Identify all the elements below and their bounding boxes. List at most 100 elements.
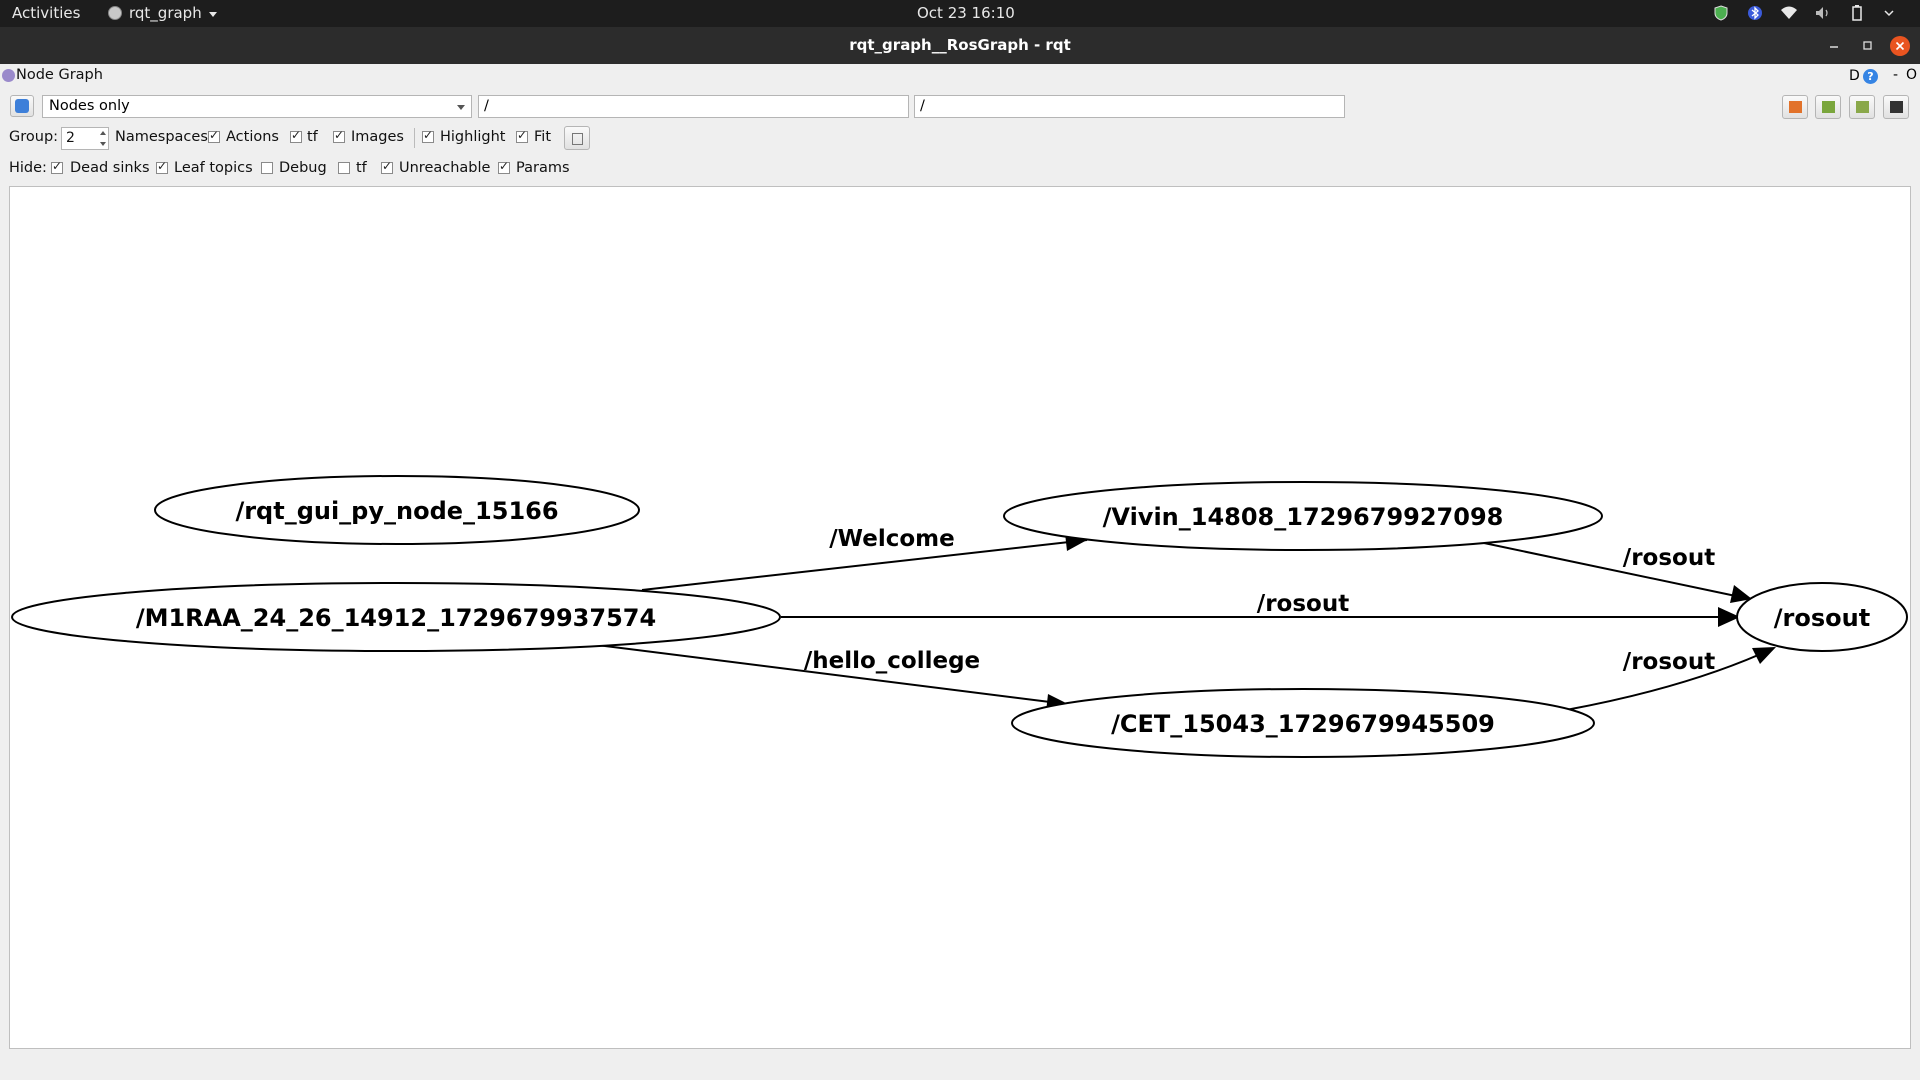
edge-line: [596, 644, 1067, 705]
window-title-bar[interactable]: rqt_graph__RosGraph - rqt: [0, 27, 1920, 64]
shield-icon[interactable]: [1712, 4, 1732, 22]
maximize-button[interactable]: [1857, 36, 1877, 56]
actions-label: Actions: [226, 129, 279, 145]
activities-button[interactable]: Activities: [12, 4, 81, 22]
edge-line: [1483, 542, 1751, 600]
graph-canvas[interactable]: /Welcome /rosout /hello_college /rosout …: [9, 186, 1911, 1049]
fit-icon: [572, 133, 583, 145]
dock-d-button[interactable]: D: [1849, 68, 1860, 84]
node-label: /Vivin_14808_1729679927098: [1103, 503, 1504, 531]
dock-widget-header: Node Graph D ? - O: [0, 64, 1920, 88]
arrowhead-icon: [1752, 647, 1776, 664]
graph-toolbar: Nodes only / /: [0, 94, 1920, 120]
app-icon: [108, 6, 122, 20]
debug-checkbox[interactable]: [261, 162, 273, 174]
hide-tf-checkbox[interactable]: [338, 162, 350, 174]
topic-filter-input[interactable]: /: [914, 95, 1345, 118]
wifi-icon[interactable]: [1780, 4, 1800, 22]
images-label: Images: [351, 129, 404, 145]
fit-label: Fit: [534, 129, 551, 145]
node-vivin[interactable]: /Vivin_14808_1729679927098: [1003, 481, 1603, 551]
battery-icon[interactable]: [1848, 4, 1868, 22]
group-spinbox[interactable]: 2: [61, 127, 109, 150]
namespaces-label: Namespaces: [115, 129, 208, 145]
save-svg-button[interactable]: [1849, 95, 1875, 119]
close-button[interactable]: [1890, 36, 1910, 56]
group-label: Group:: [9, 129, 59, 145]
node-label: /rosout: [1774, 604, 1870, 632]
dock-minimize-button[interactable]: -: [1893, 67, 1899, 83]
chevron-down-icon: [457, 105, 465, 110]
minimize-button[interactable]: [1824, 36, 1844, 56]
refresh-button[interactable]: [10, 95, 34, 117]
highlight-label: Highlight: [440, 129, 506, 145]
node-m1raa[interactable]: /M1RAA_24_26_14912_1729679937574: [11, 582, 781, 652]
group-options-row: Group: 2 Namespaces Actions tf Images Hi…: [0, 126, 1920, 150]
node-ellipse: [154, 475, 640, 545]
node-cet[interactable]: /CET_15043_1729679945509: [1011, 688, 1595, 758]
namespaces-checkbox[interactable]: [208, 128, 220, 143]
unreachable-label: Unreachable: [399, 160, 491, 176]
arrowhead-icon: [1730, 585, 1752, 603]
params-checkbox[interactable]: [498, 159, 510, 174]
node-ellipse: [1736, 582, 1908, 652]
edge-label-rosout: /rosout: [1257, 591, 1349, 617]
node-label: /CET_15043_1729679945509: [1111, 710, 1495, 738]
highlight-checkbox[interactable]: [422, 128, 434, 143]
app-menu[interactable]: rqt_graph: [108, 4, 217, 22]
dock-float-button[interactable]: O: [1906, 67, 1918, 83]
ros-graph[interactable]: /Welcome /rosout /hello_college /rosout …: [10, 187, 1910, 1048]
edge-label-welcome: /Welcome: [829, 526, 954, 552]
hide-tf-label: tf: [356, 160, 367, 176]
dead-sinks-label: Dead sinks: [70, 160, 150, 176]
save-image-button[interactable]: [1883, 95, 1909, 119]
fit-checkbox[interactable]: [516, 128, 528, 143]
edge-hello-college[interactable]: /hello_college: [596, 644, 1068, 712]
node-rosout[interactable]: /rosout: [1736, 582, 1908, 652]
params-label: Params: [516, 160, 570, 176]
leaf-topics-checkbox[interactable]: [156, 159, 168, 174]
dead-sinks-checkbox[interactable]: [51, 159, 63, 174]
node-ellipse: [11, 582, 781, 652]
edge-welcome[interactable]: /Welcome: [641, 526, 1088, 591]
edge-line: [641, 539, 1088, 591]
actions-checkbox[interactable]: [290, 128, 302, 143]
rqt-plugin-icon: [2, 69, 15, 82]
bluetooth-icon[interactable]: [1746, 4, 1766, 22]
node-filter-input[interactable]: /: [478, 95, 909, 118]
edge-label-rosout: /rosout: [1623, 545, 1715, 571]
spin-up-icon[interactable]: [100, 131, 106, 135]
edge-label-rosout: /rosout: [1623, 649, 1715, 675]
edge-vivin-rosout[interactable]: /rosout: [1483, 542, 1752, 603]
save-icon: [1856, 101, 1869, 113]
fit-in-view-button[interactable]: [564, 126, 590, 150]
leaf-topics-label: Leaf topics: [174, 160, 253, 176]
volume-icon[interactable]: [1814, 4, 1834, 22]
save-dot-button[interactable]: [1815, 95, 1841, 119]
edge-cet-rosout[interactable]: /rosout: [1565, 647, 1776, 711]
tf-checkbox[interactable]: [333, 128, 345, 143]
save-icon: [1822, 101, 1835, 113]
spin-down-icon[interactable]: [100, 142, 106, 146]
system-tray[interactable]: [1712, 4, 1902, 22]
image-icon: [1890, 101, 1903, 113]
arrowhead-icon: [1718, 607, 1740, 627]
help-button[interactable]: ?: [1863, 69, 1878, 84]
hide-label: Hide:: [9, 160, 47, 176]
node-rqt-gui[interactable]: /rqt_gui_py_node_15166: [154, 475, 640, 545]
graph-type-select[interactable]: Nodes only: [42, 95, 472, 118]
hide-options-row: Hide: Dead sinks Leaf topics Debug tf Un…: [0, 157, 1920, 181]
dock-title: Node Graph: [16, 67, 103, 83]
folder-icon: [1789, 101, 1802, 113]
chevron-down-icon[interactable]: [1882, 4, 1902, 22]
edge-m1raa-rosout[interactable]: /rosout: [781, 591, 1740, 627]
chevron-down-icon: [208, 11, 217, 17]
load-dot-button[interactable]: [1782, 95, 1808, 119]
unreachable-checkbox[interactable]: [381, 159, 393, 174]
system-top-bar: Activities rqt_graph Oct 23 16:10: [0, 0, 1920, 27]
group-value: 2: [66, 130, 75, 146]
edge-line: [1565, 647, 1775, 711]
clock[interactable]: Oct 23 16:10: [917, 4, 1015, 22]
node-ellipse: [1003, 481, 1603, 551]
app-menu-label: rqt_graph: [129, 4, 202, 22]
